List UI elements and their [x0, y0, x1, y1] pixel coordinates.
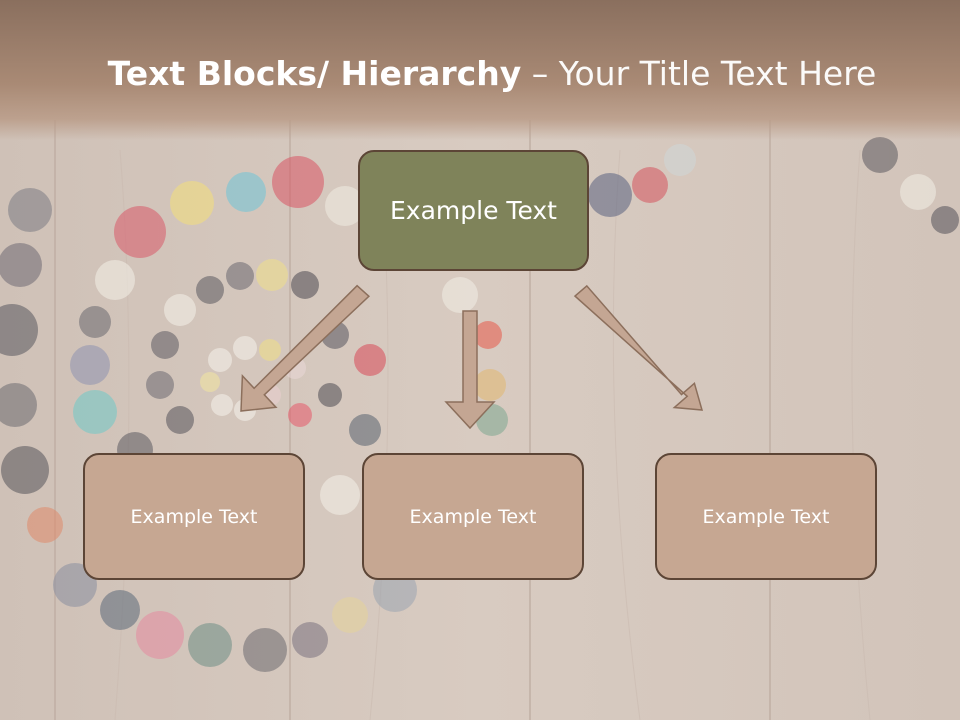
child-text-block-3: Example Text [655, 453, 877, 580]
child-text-block-label: Example Text [130, 505, 258, 528]
arrow-center [444, 310, 496, 430]
slide-title-rest: – Your Title Text Here [521, 54, 877, 93]
root-text-block-label: Example Text [390, 196, 557, 225]
slide-title-bold: Text Blocks/ Hierarchy [107, 54, 522, 93]
slide-title: Text Blocks/ Hierarchy – Your Title Text… [0, 54, 960, 93]
title-bar [0, 0, 960, 140]
child-text-block-label: Example Text [702, 505, 830, 528]
child-text-block-label: Example Text [409, 505, 537, 528]
child-text-block-2: Example Text [362, 453, 584, 580]
arrow-left [240, 284, 371, 412]
child-text-block-1: Example Text [83, 453, 305, 580]
root-text-block: Example Text [358, 150, 589, 271]
arrow-right [573, 284, 704, 411]
